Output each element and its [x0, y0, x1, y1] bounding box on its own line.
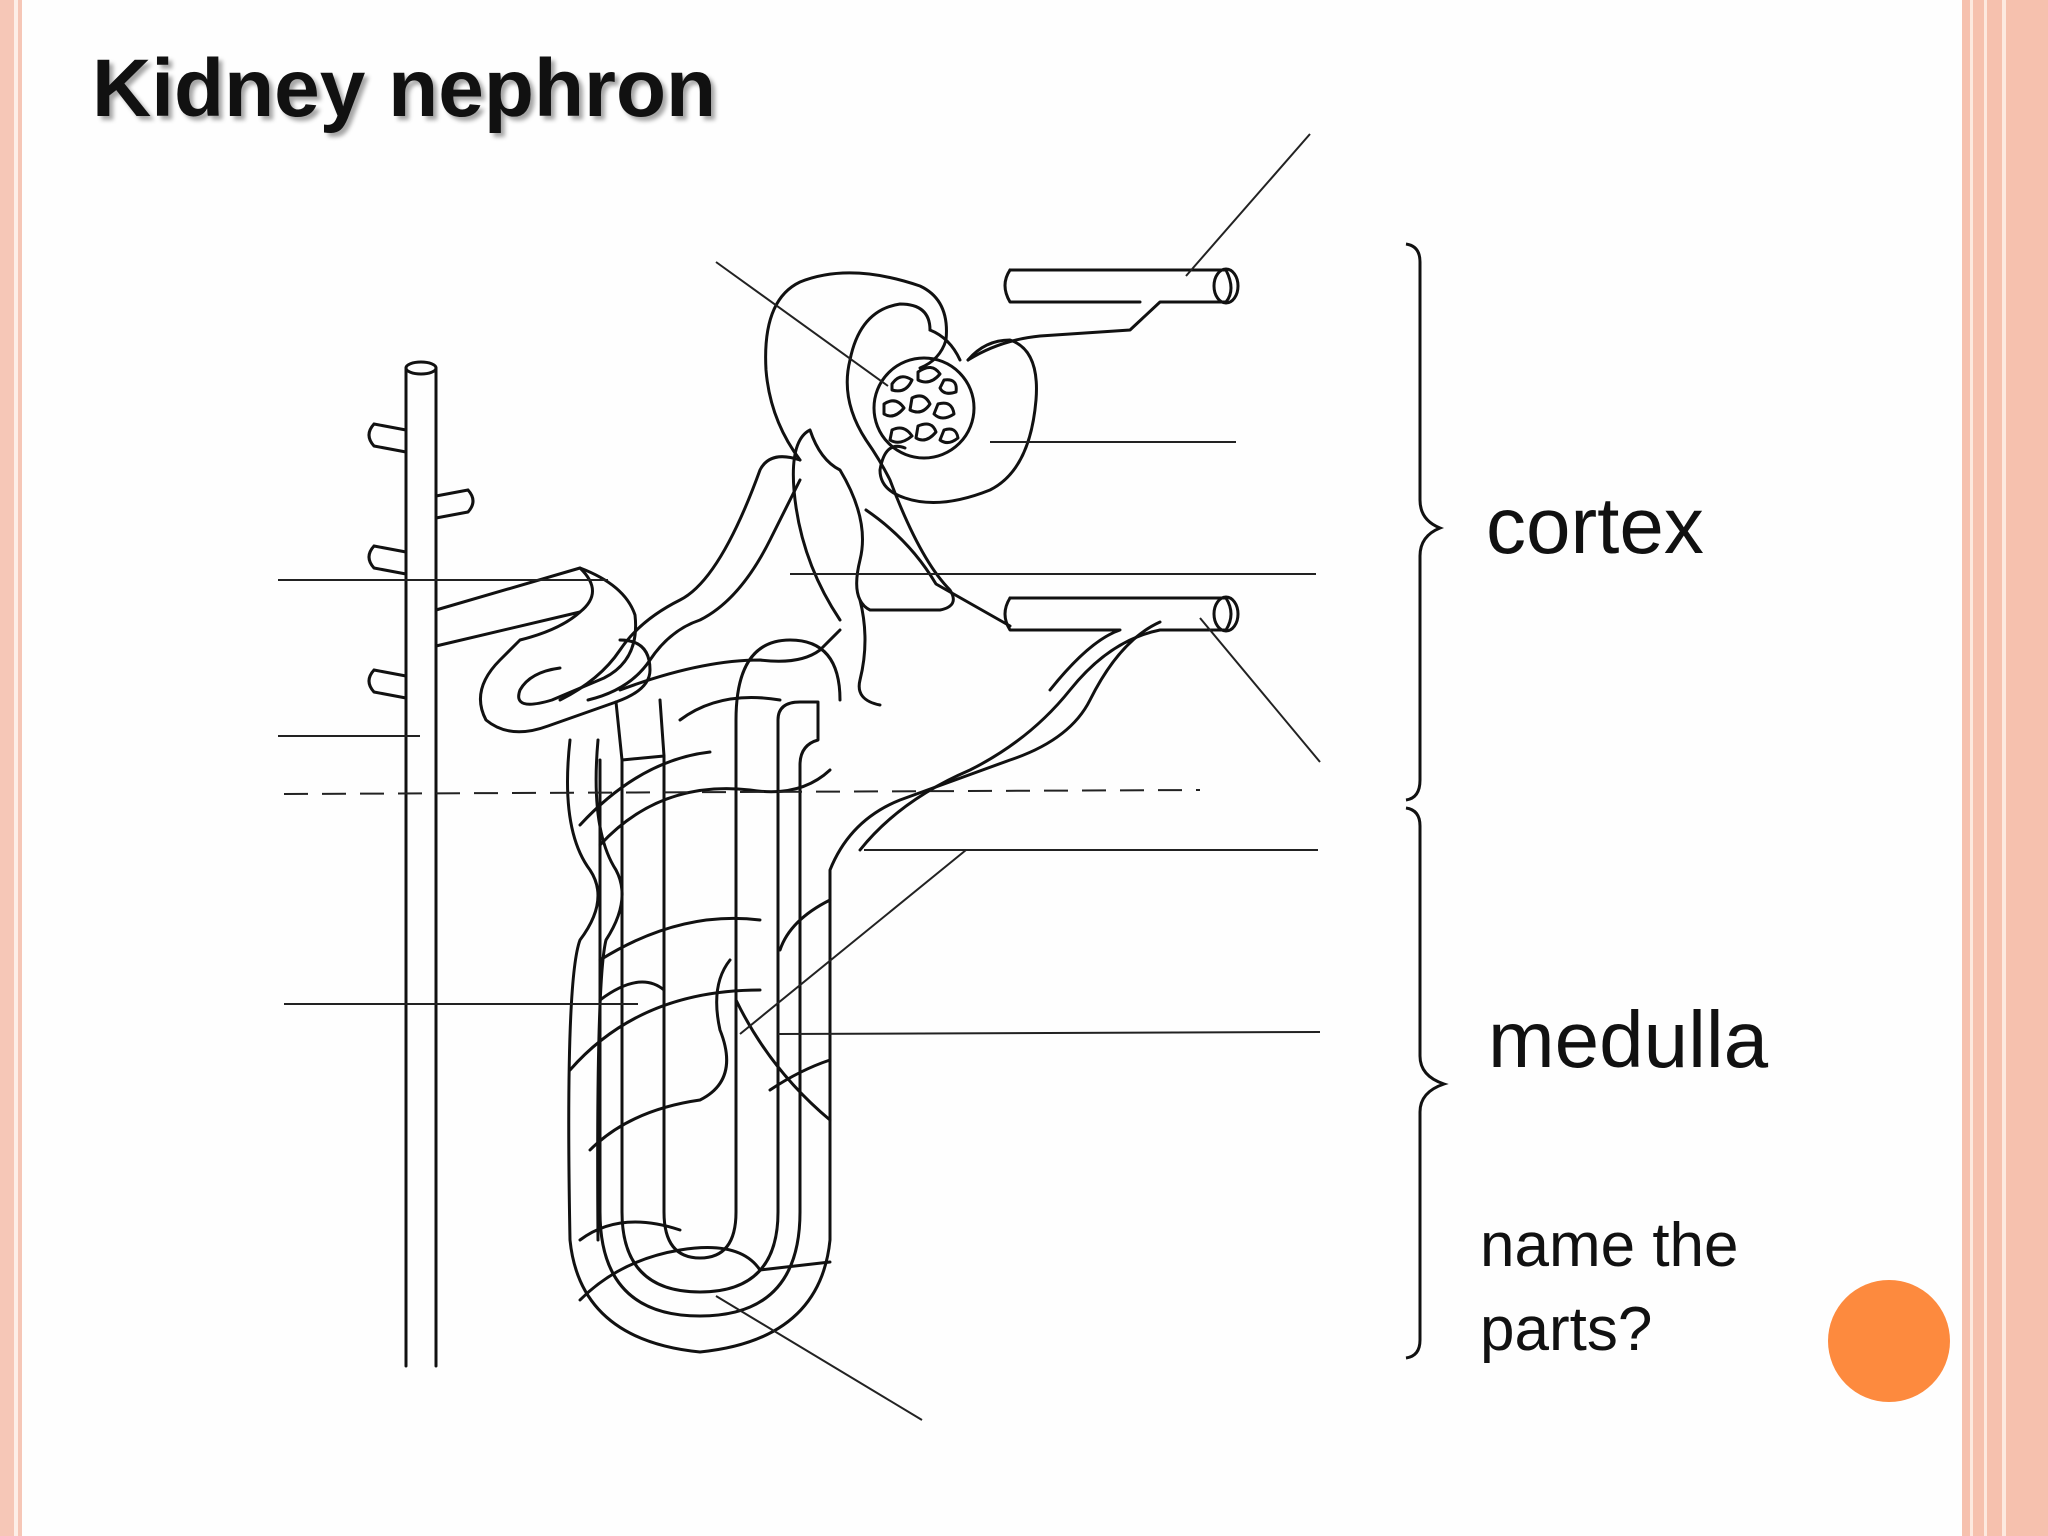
region-braces [1405, 242, 1449, 1360]
cortex-label: cortex [1486, 481, 1704, 570]
question-line-2: parts? [1480, 1295, 1653, 1364]
question-line-1: name the [1480, 1211, 1739, 1280]
loop-of-henle [598, 638, 842, 1318]
bowmans-capsule-and-proximal-tubule [764, 271, 1038, 622]
medulla-label: medulla [1488, 995, 1769, 1084]
arterioles [858, 267, 1240, 852]
accent-dot [1828, 1280, 1950, 1402]
question-text: name the parts? [1480, 1204, 1739, 1372]
leader-lines [278, 133, 1321, 1421]
right-border [1962, 0, 2048, 1536]
capillary-network [558, 455, 1162, 1354]
collecting-duct [367, 360, 594, 1368]
left-border [0, 0, 22, 1536]
distal-tubule [478, 566, 666, 762]
slide-title: Kidney nephron [92, 43, 717, 134]
